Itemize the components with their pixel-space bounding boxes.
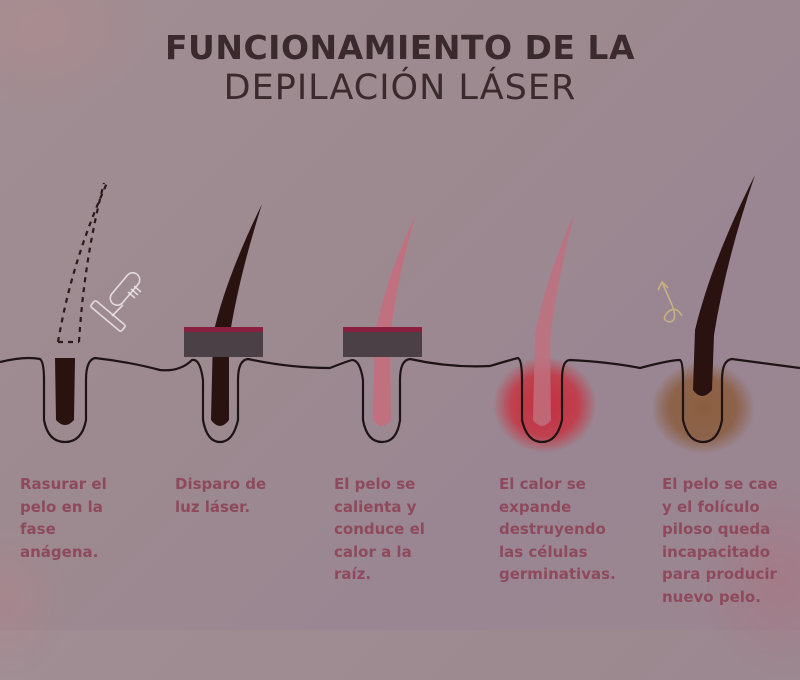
damaged-follicle-icon: [651, 362, 755, 454]
skin-line: [0, 356, 800, 444]
shaved-hair-root-icon: [55, 358, 75, 425]
razor-icon: [90, 272, 142, 332]
step-1-caption: Rasurar el pelo en la fase anágena.: [20, 475, 107, 561]
step-3-caption: El pelo se calienta y conduce el calor a…: [334, 475, 425, 583]
step-4-caption: El calor se expande destruyendo las célu…: [499, 475, 616, 583]
hair-icon: [693, 175, 755, 396]
falling-arrow-icon: [657, 280, 683, 323]
laser-device-icon: [184, 327, 263, 357]
hair-removal-diagram: [0, 175, 800, 454]
heated-hair-icon: [533, 212, 575, 426]
heated-hair-icon: [373, 214, 416, 426]
title-line-2: DEPILACIÓN LÁSER: [223, 68, 577, 108]
title-line-1: FUNCIONAMIENTO DE LA: [165, 28, 635, 67]
hair-icon: [211, 204, 262, 426]
step-2-caption: Disparo de luz láser.: [175, 475, 267, 516]
step-5-caption: El pelo se cae y el folículo piloso qued…: [662, 475, 778, 606]
laser-device-icon: [343, 327, 422, 357]
shaved-hair-dotted-icon: [56, 182, 109, 344]
